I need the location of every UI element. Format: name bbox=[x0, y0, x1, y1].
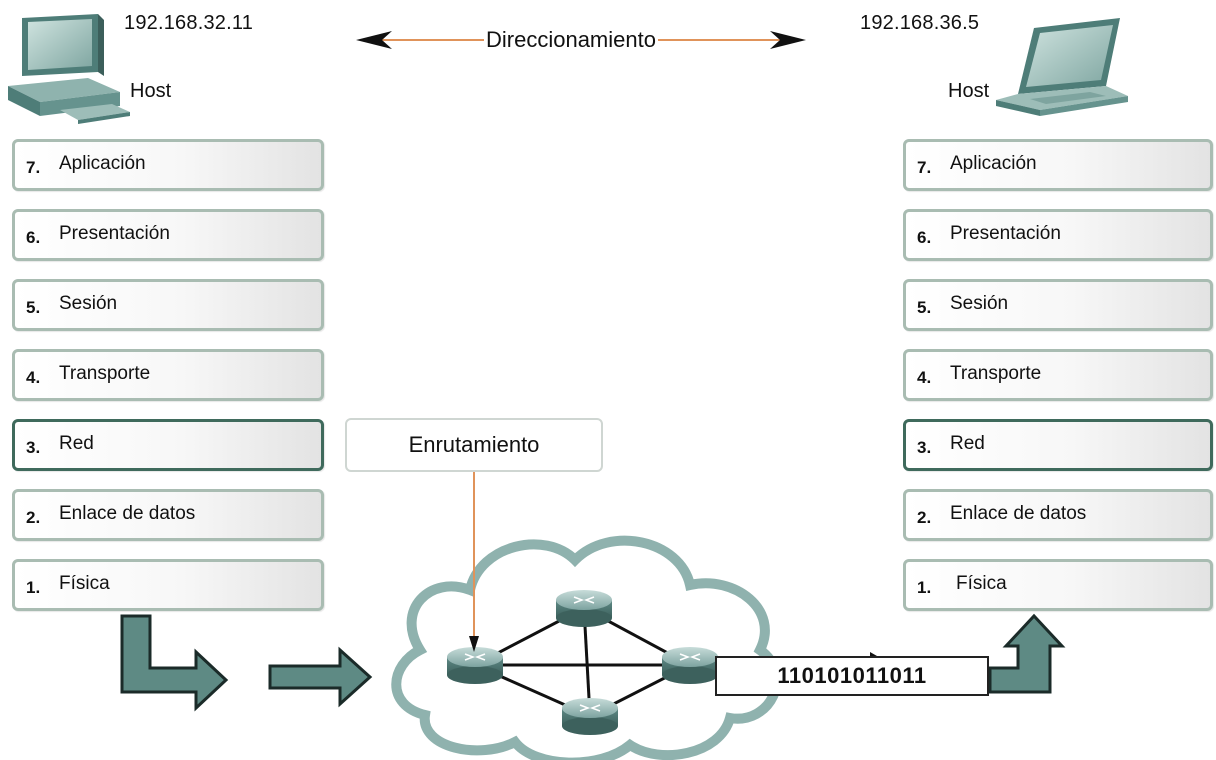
right-up-arrow bbox=[988, 613, 1066, 694]
layer-number: 7. bbox=[917, 158, 932, 177]
layer-number: 1. bbox=[917, 578, 932, 597]
left-layer-7: 7. Aplicación bbox=[12, 139, 324, 191]
left-layer-6: 6. Presentación bbox=[12, 209, 324, 261]
layer-name: Aplicación bbox=[950, 153, 1037, 174]
left-layer-3: 3. Red bbox=[12, 419, 324, 471]
layer-number: 4. bbox=[26, 368, 41, 387]
layer-number: 3. bbox=[26, 438, 41, 457]
left-layer-2: 2. Enlace de datos bbox=[12, 489, 324, 541]
layer-number: 2. bbox=[26, 508, 41, 527]
right-host-label: Host bbox=[948, 80, 990, 102]
right-layer-2: 2. Enlace de datos bbox=[903, 489, 1213, 541]
middle-right-arrow bbox=[268, 646, 373, 708]
layer-number: 5. bbox=[26, 298, 41, 317]
layer-number: 6. bbox=[917, 228, 932, 247]
layer-name: Presentación bbox=[59, 223, 170, 244]
layer-number: 5. bbox=[917, 298, 932, 317]
layer-name: Transporte bbox=[950, 363, 1042, 384]
layer-number: 6. bbox=[26, 228, 41, 247]
layer-name: Transporte bbox=[59, 363, 151, 384]
left-down-right-arrow bbox=[120, 614, 229, 712]
right-layer-6: 6. Presentación bbox=[903, 209, 1213, 261]
addressing-label: Direccionamiento bbox=[484, 27, 658, 53]
bitstream-box: 110101011011 bbox=[715, 656, 989, 696]
right-layer-4: 4. Transporte bbox=[903, 349, 1213, 401]
layer-name: Aplicación bbox=[59, 153, 146, 174]
layer-name: Física bbox=[59, 573, 110, 594]
layer-number: 2. bbox=[917, 508, 932, 527]
laptop-icon bbox=[996, 18, 1128, 116]
layer-name: Red bbox=[950, 433, 985, 454]
layer-name: Sesión bbox=[59, 293, 118, 314]
left-layer-4: 4. Transporte bbox=[12, 349, 324, 401]
router-icon bbox=[562, 698, 618, 735]
right-ip-address: 192.168.36.5 bbox=[860, 12, 980, 34]
left-host-label: Host bbox=[130, 80, 172, 102]
desktop-computer-icon bbox=[8, 14, 130, 124]
right-layer-1: 1. Física bbox=[903, 559, 1213, 611]
layer-number: 7. bbox=[26, 158, 41, 177]
router-icon bbox=[447, 647, 503, 684]
layer-name: Sesión bbox=[950, 293, 1009, 314]
router-icon bbox=[556, 590, 612, 627]
layer-number: 1. bbox=[26, 578, 41, 597]
left-layer-5: 5. Sesión bbox=[12, 279, 324, 331]
layer-number: 3. bbox=[917, 438, 932, 457]
layer-name: Física bbox=[956, 573, 1007, 594]
routing-label-box: Enrutamiento bbox=[345, 418, 603, 472]
routing-pointer bbox=[469, 472, 479, 652]
right-layer-3: 3. Red bbox=[903, 419, 1213, 471]
layer-name: Enlace de datos bbox=[59, 503, 196, 524]
router-icon bbox=[662, 647, 718, 684]
layer-name: Enlace de datos bbox=[950, 503, 1087, 524]
left-ip-address: 192.168.32.11 bbox=[124, 12, 254, 34]
left-layer-1: 1. Física bbox=[12, 559, 324, 611]
layer-name: Red bbox=[59, 433, 94, 454]
right-layer-7: 7. Aplicación bbox=[903, 139, 1213, 191]
layer-name: Presentación bbox=[950, 223, 1061, 244]
right-layer-5: 5. Sesión bbox=[903, 279, 1213, 331]
layer-number: 4. bbox=[917, 368, 932, 387]
